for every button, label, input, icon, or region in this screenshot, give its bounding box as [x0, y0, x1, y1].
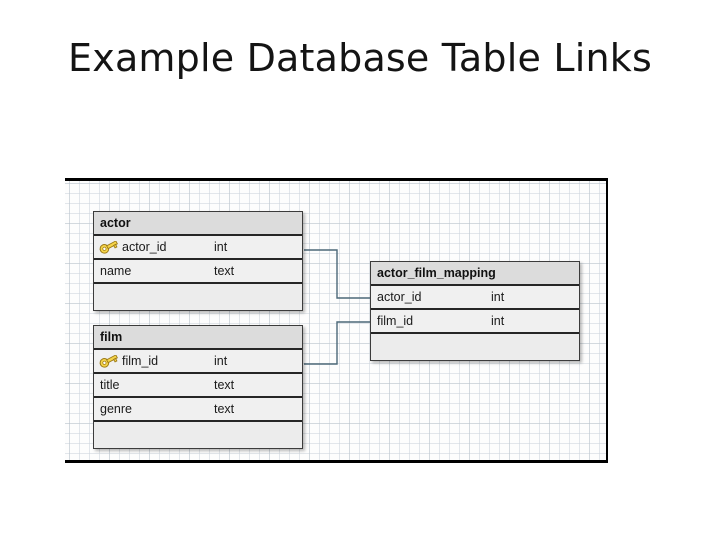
db-column-row[interactable]: name text: [94, 260, 302, 284]
db-column-type: text: [214, 264, 235, 278]
db-table-title: actor: [94, 212, 302, 236]
db-column-name: actor_id: [122, 240, 167, 254]
er-diagram-canvas: actor actor_id int name text: [65, 178, 608, 463]
db-column-row[interactable]: actor_id int: [94, 236, 302, 260]
db-table-title: film: [94, 326, 302, 350]
db-column-name: film_id: [122, 354, 159, 368]
db-table-film[interactable]: film film_id int title text genre: [93, 325, 303, 449]
db-column-row[interactable]: film_id int: [94, 350, 302, 374]
db-column-name: actor_id: [377, 290, 422, 304]
db-column-row[interactable]: title text: [94, 374, 302, 398]
db-table-title: actor_film_mapping: [371, 262, 579, 286]
db-column-type: text: [214, 402, 235, 416]
db-empty-row[interactable]: [94, 422, 302, 448]
db-column-row[interactable]: actor_id int: [371, 286, 579, 310]
db-table-actor[interactable]: actor actor_id int name text: [93, 211, 303, 311]
db-column-name: film_id: [377, 314, 414, 328]
db-column-type: text: [214, 378, 235, 392]
connector-film-to-mapping: [304, 321, 370, 365]
db-column-row[interactable]: genre text: [94, 398, 302, 422]
db-column-type: int: [491, 290, 505, 304]
db-empty-row[interactable]: [371, 334, 579, 360]
db-column-type: int: [214, 240, 228, 254]
db-table-actor-film-mapping[interactable]: actor_film_mapping actor_id int film_id …: [370, 261, 580, 361]
db-column-name: title: [100, 378, 120, 392]
primary-key-icon: [99, 354, 119, 368]
db-column-type: int: [214, 354, 228, 368]
db-column-row[interactable]: film_id int: [371, 310, 579, 334]
connector-actor-to-mapping: [304, 249, 370, 299]
db-column-type: int: [491, 314, 505, 328]
page-title: Example Database Table Links: [68, 36, 652, 80]
db-empty-row[interactable]: [94, 284, 302, 310]
db-column-name: name: [100, 264, 132, 278]
db-column-name: genre: [100, 402, 132, 416]
primary-key-icon: [99, 240, 119, 254]
